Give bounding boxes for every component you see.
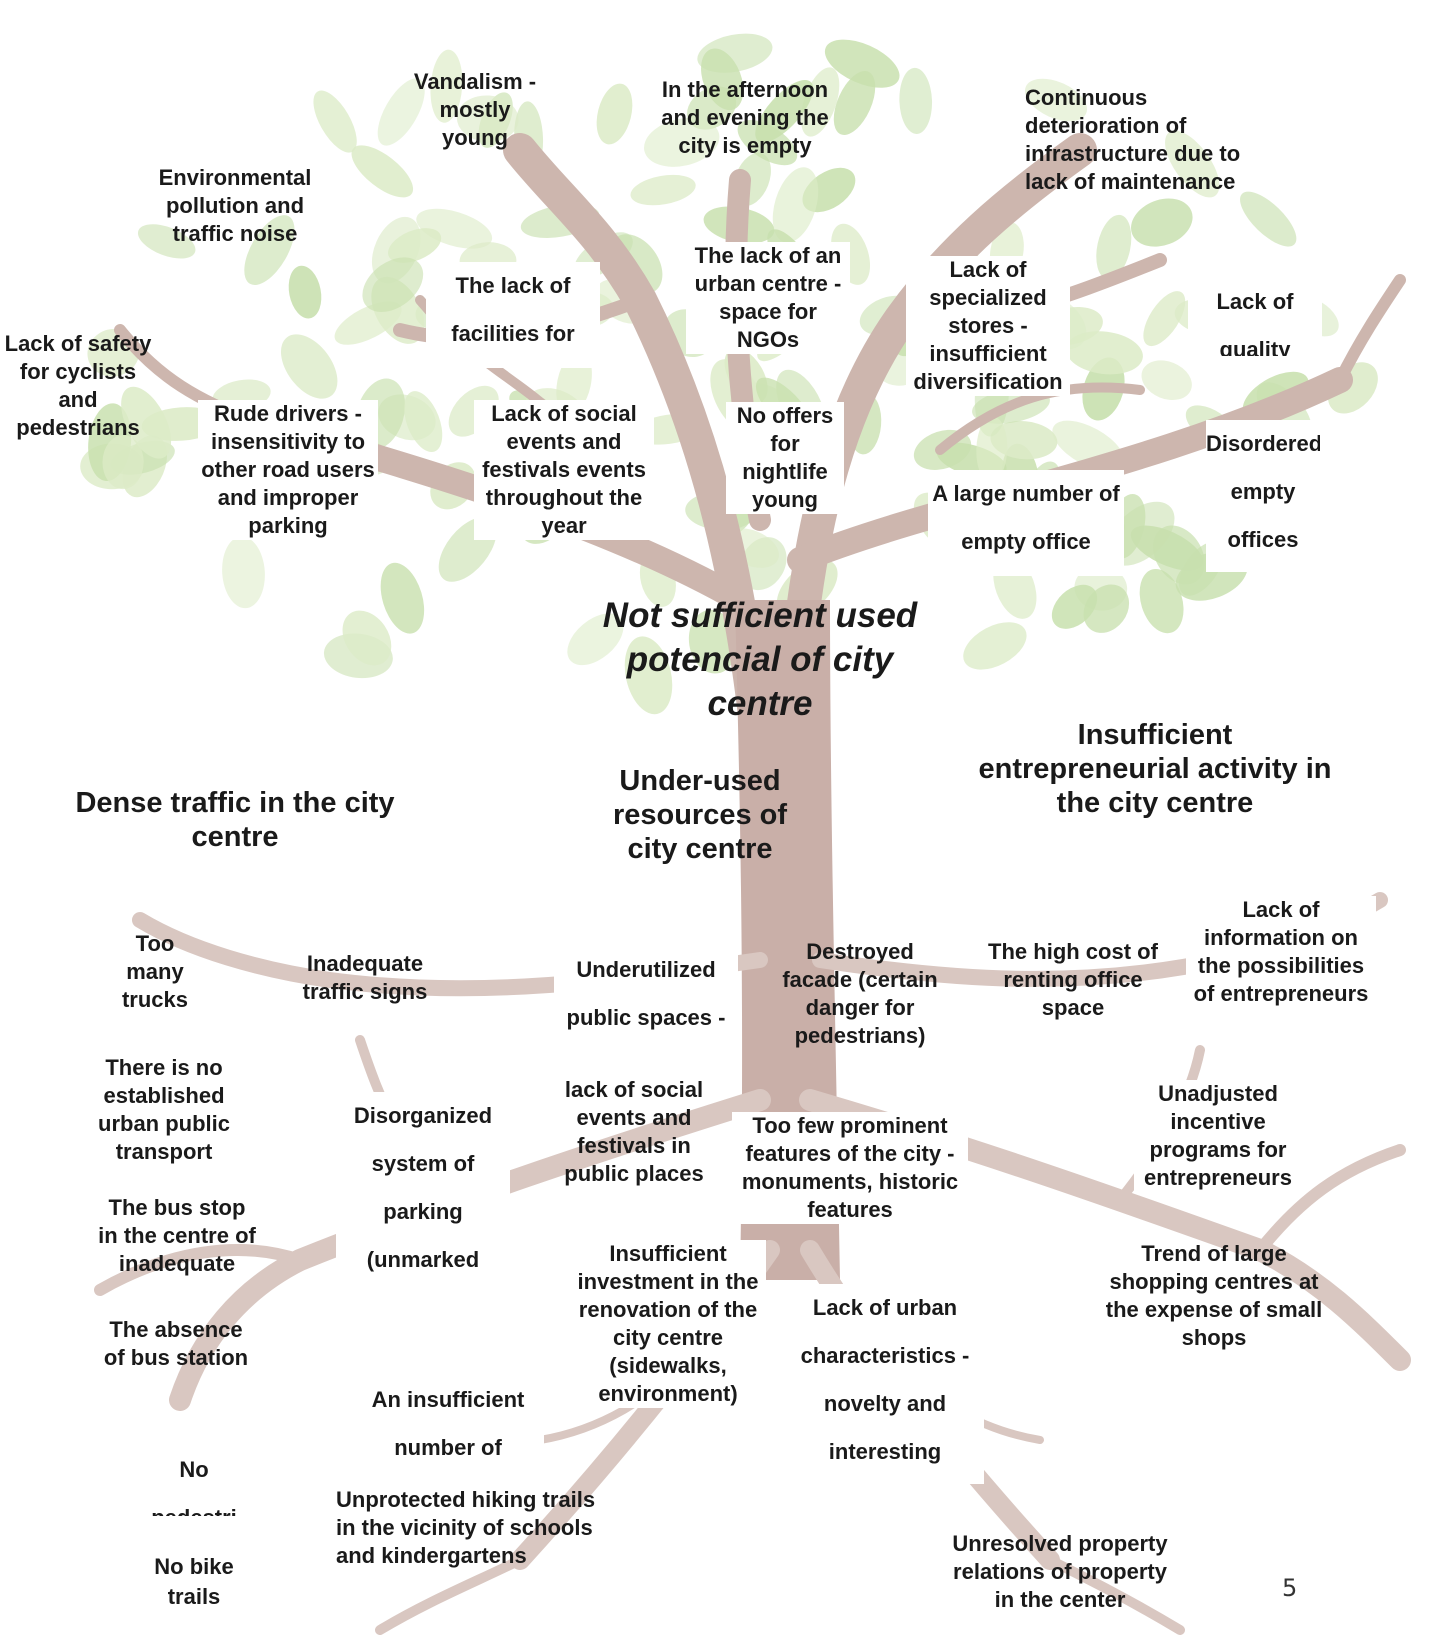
leaf: [377, 78, 425, 146]
group-entrepreneurial-activity: Insufficient entrepreneurial activity in…: [978, 719, 1332, 819]
leaf: [313, 90, 357, 153]
leaf: [1131, 198, 1193, 247]
leaf: [388, 228, 442, 263]
effect-rude-drivers: Rude drivers - insensitivity to other ro…: [198, 400, 378, 540]
leaf: [1143, 291, 1186, 347]
leaf: [697, 33, 773, 73]
cause-pedestrian: No pedestri: [151, 1457, 237, 1516]
cause-public-spaces: Underutilized public spaces -: [554, 946, 738, 1046]
leaf: [351, 145, 414, 198]
effect-empty-city: In the afternoon and evening the city is…: [661, 77, 829, 158]
cause-information: Lack of information on the possibilities…: [1186, 896, 1376, 1034]
leaf: [416, 208, 493, 249]
leaf: [430, 49, 463, 123]
effect-lack-facilities: The lack of facilities for: [426, 262, 600, 368]
cause-bus-stop: The bus stop in the centre of inadequate: [98, 1195, 256, 1276]
group-under-used-resources: Under-used resources of city centre: [612, 765, 788, 865]
leaf: [624, 636, 673, 715]
leaf: [456, 95, 519, 142]
cause-parking: Disorganized system of parking (unmarked: [336, 1092, 510, 1354]
leaf: [121, 386, 172, 459]
cause-shopping-centres: Trend of large shopping centres at the e…: [1105, 1241, 1323, 1350]
effect-disordered-offices: Disordered empty offices: [1206, 420, 1320, 572]
effect-nightlife: No offers for nightlife young: [726, 402, 844, 514]
leaf: [630, 174, 696, 206]
cause-social-events-public: lack of social events and festivals in p…: [564, 1077, 704, 1186]
central-problem-title: Not sufficient used potencial of city ce…: [602, 596, 918, 723]
cause-incentives: Unadjusted incentive programs for entrep…: [1134, 1080, 1302, 1192]
page-number: 5: [1282, 1574, 1298, 1602]
leaf: [824, 39, 900, 88]
effect-specialized-stores: Lack of specialized stores - insufficien…: [906, 256, 1070, 396]
leaf: [222, 536, 265, 609]
leaf: [1096, 214, 1132, 280]
leaf: [280, 334, 338, 399]
cause-hiking-trails: Unprotected hiking trails in the vicinit…: [336, 1487, 596, 1568]
leaf: [596, 83, 633, 145]
effect-infrastructure: Continuous deterioration of infrastructu…: [1025, 85, 1241, 194]
leaf: [244, 215, 295, 286]
cause-property-relations: Unresolved property relations of propert…: [952, 1531, 1168, 1612]
leaf: [963, 622, 1027, 670]
leaf: [288, 265, 322, 319]
leaf: [1139, 568, 1184, 634]
cause-traffic-signs: Inadequate traffic signs: [302, 951, 428, 1004]
leaf: [833, 71, 876, 135]
leaf: [772, 167, 819, 243]
cause-trucks: Too many trucks: [121, 931, 189, 1012]
leaf: [1024, 78, 1088, 122]
leaf: [1051, 584, 1098, 629]
effect-lack-quality: Lack of quality: [1188, 278, 1322, 356]
cause-public-transport: There is no established urban public tra…: [98, 1055, 230, 1164]
leaf: [137, 224, 196, 259]
cause-bike-trails: No bike trails: [154, 1554, 234, 1609]
leaf: [380, 562, 425, 634]
cause-investment: Insufficient investment in the renovatio…: [570, 1240, 766, 1408]
cause-urban-characteristics: Lack of urban characteristics - novelty …: [786, 1284, 984, 1484]
cause-prominent-features: Too few prominent features of the city -…: [732, 1112, 968, 1224]
effect-empty-office: A large number of empty office: [928, 470, 1124, 576]
group-dense-traffic: Dense traffic in the city centre: [75, 787, 395, 853]
effect-urban-centre-ngo: The lack of an urban centre - space for …: [686, 242, 850, 354]
leaf: [404, 391, 443, 453]
effect-safety: Lack of safety for cyclists and pedestri…: [4, 331, 152, 440]
leaf: [644, 117, 720, 167]
leaf: [899, 67, 933, 134]
cause-office-cost: The high cost of renting office space: [988, 939, 1158, 1020]
leaf: [362, 257, 424, 312]
effect-social-events: Lack of social events and festivals even…: [474, 400, 654, 540]
leaf: [342, 610, 392, 666]
cause-insufficient-number: An insufficient number of: [352, 1376, 544, 1462]
effect-vandalism: Vandalism - mostly young: [413, 69, 537, 150]
leaf: [1141, 360, 1192, 401]
cause-facade: Destroyed facade (certain danger for ped…: [782, 939, 938, 1048]
leaf: [1165, 130, 1220, 198]
leaf: [737, 120, 798, 166]
leaf: [976, 416, 1008, 483]
leaf: [1240, 191, 1297, 247]
effect-pollution: Environmental pollution and traffic nois…: [158, 165, 312, 246]
leaf: [1065, 331, 1143, 375]
cause-bus-station: The absence of bus station: [103, 1317, 249, 1370]
leaf: [567, 613, 624, 666]
leaf: [755, 79, 814, 143]
leaf: [102, 435, 144, 490]
